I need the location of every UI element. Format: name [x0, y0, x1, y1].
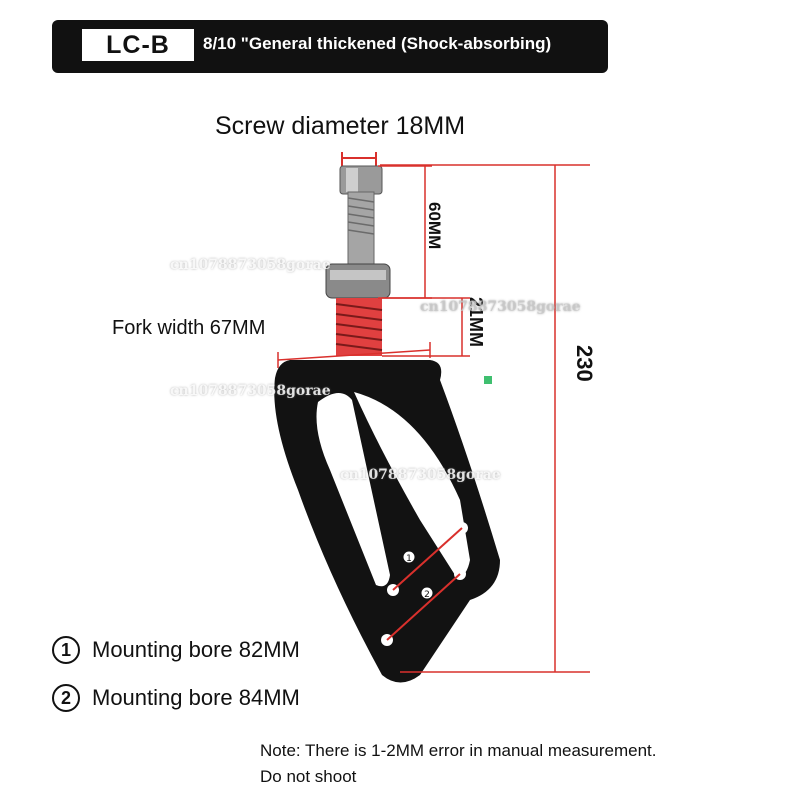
length-60-label: 60MM: [425, 202, 444, 250]
bearing: [325, 263, 391, 299]
legend-item-bore-2: 2 Mounting bore 84MM: [52, 684, 300, 712]
legend-marker: 1: [52, 636, 80, 664]
bore-1-marker: 1: [402, 550, 416, 564]
length-230-dimension: [380, 164, 590, 673]
model-code-label: LC-B: [82, 29, 194, 61]
product-description: 8/10 "General thickened (Shock-absorbing…: [203, 34, 552, 53]
bore-2-line: [386, 573, 461, 641]
fork-body: [274, 360, 500, 683]
watermark: cn1078873058gorae: [170, 383, 331, 399]
threaded-rod: [347, 191, 375, 265]
length-21-dimension: [382, 297, 470, 357]
watermark: cn1078873058gorae: [420, 299, 581, 315]
watermark: cn1078873058gorae: [170, 257, 331, 273]
length-230-label: 230: [572, 345, 597, 382]
legend-text: Mounting bore 82MM: [92, 637, 300, 662]
green-dot-artifact: [484, 376, 492, 384]
svg-text:2: 2: [424, 590, 430, 600]
nut: [339, 165, 383, 195]
legend-item-bore-1: 1 Mounting bore 82MM: [52, 636, 300, 664]
bore-1-line: [392, 527, 463, 591]
spring: [335, 298, 383, 356]
measurement-note: Note: There is 1-2MM error in manual mea…: [260, 738, 657, 790]
screw-diameter-label: Screw diameter 18MM: [215, 112, 466, 140]
legend-marker: 2: [52, 684, 80, 712]
screw-diameter-dimension: [341, 152, 377, 166]
note-line-1: Note: There is 1-2MM error in manual mea…: [260, 741, 657, 760]
legend-text: Mounting bore 84MM: [92, 685, 300, 710]
bore-2-marker: 2: [420, 586, 434, 600]
note-line-2: Do not shoot: [260, 767, 357, 786]
fork-width-label: Fork width 67MM: [112, 317, 266, 339]
watermark: cn1078873058gorae: [340, 467, 501, 483]
svg-text:1: 1: [406, 554, 412, 564]
